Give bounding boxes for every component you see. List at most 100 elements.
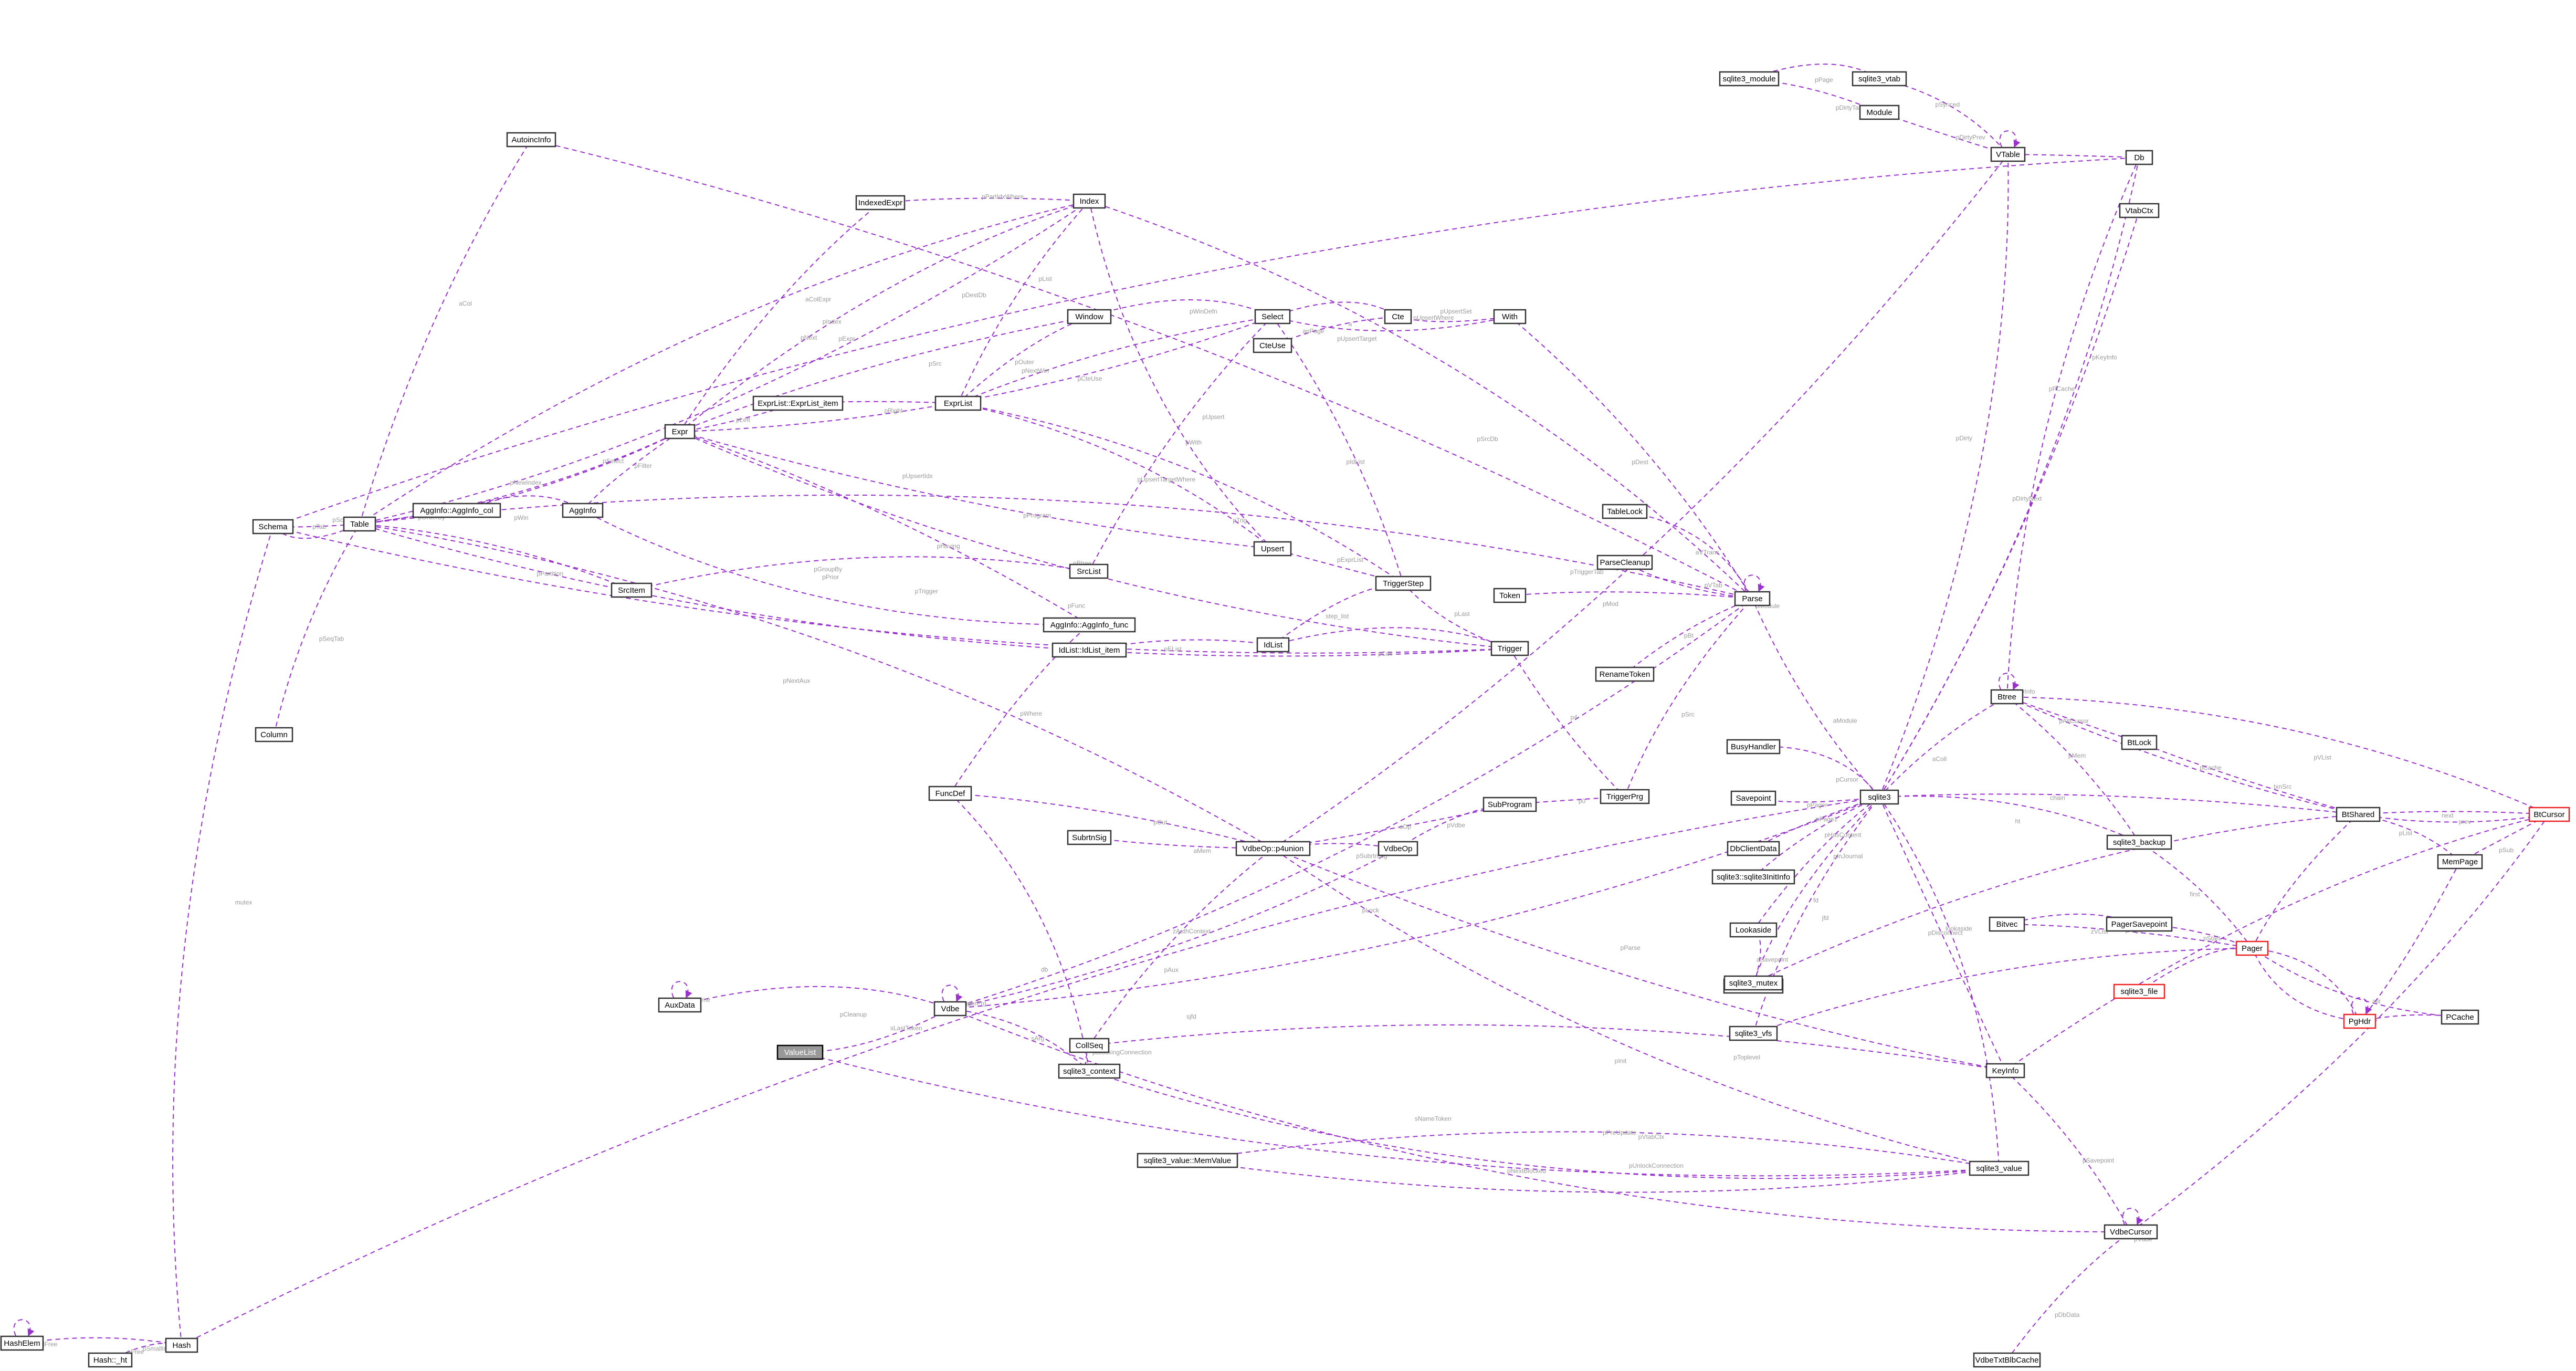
node-MemValue[interactable]: sqlite3_value::MemValue [1137, 1153, 1238, 1168]
node-box[interactable] [1596, 554, 1653, 570]
node-box[interactable] [1985, 1063, 2025, 1079]
node-box[interactable] [506, 132, 556, 148]
node-box[interactable] [1069, 563, 1109, 579]
node-Expr[interactable]: Expr [664, 424, 696, 439]
node-VdbeOp[interactable]: VdbeOp [1378, 841, 1418, 856]
node-box[interactable] [1493, 588, 1527, 603]
node-box[interactable] [1058, 1063, 1121, 1079]
node-IdListItem[interactable]: IdList::IdList_item [1052, 642, 1127, 658]
node-Cte[interactable]: Cte [1384, 309, 1412, 325]
node-CteUse[interactable]: CteUse [1253, 338, 1292, 353]
node-box[interactable] [1254, 309, 1291, 325]
node-Vdbe[interactable]: Vdbe [933, 1001, 967, 1017]
node-AutoincInfo[interactable]: AutoincInfo [506, 132, 556, 148]
node-Parse[interactable]: Parse [1734, 591, 1771, 606]
node-TriggerPrg[interactable]: TriggerPrg [1600, 789, 1650, 804]
node-box[interactable] [1493, 309, 1527, 325]
node-box[interactable] [2336, 807, 2381, 822]
node-box[interactable] [1973, 1352, 2041, 1368]
node-box[interactable] [1067, 830, 1112, 845]
node-box[interactable] [934, 395, 982, 411]
node-box[interactable] [1600, 789, 1650, 804]
node-box[interactable] [2104, 1224, 2158, 1240]
node-box[interactable] [1253, 541, 1292, 557]
node-IdList[interactable]: IdList [1256, 637, 1290, 653]
node-ExprList[interactable]: ExprList [934, 395, 982, 411]
node-box[interactable] [1730, 790, 1776, 806]
node-Backup[interactable]: sqlite3_backup [2106, 834, 2172, 850]
node-box[interactable] [343, 516, 376, 532]
node-KeyInfo[interactable]: KeyInfo [1985, 1063, 2025, 1079]
node-box[interactable] [1137, 1153, 1238, 1168]
node-SrcList[interactable]: SrcList [1069, 563, 1109, 579]
node-box[interactable] [1859, 104, 1900, 120]
node-FuncDef[interactable]: FuncDef [928, 786, 972, 801]
node-SqliteVtab[interactable]: sqlite3_vtab [1852, 71, 1907, 87]
node-box[interactable] [2437, 854, 2483, 870]
node-Sqlite3[interactable]: sqlite3 [1859, 789, 1899, 805]
node-TableLock[interactable]: TableLock [1602, 504, 1648, 519]
node-box[interactable] [1990, 146, 2026, 162]
node-VdbeTxtBlbCache[interactable]: VdbeTxtBlbCache [1973, 1352, 2041, 1368]
node-Bitvec[interactable]: Bitvec [1989, 916, 2025, 932]
node-box[interactable] [1711, 869, 1795, 885]
node-box[interactable] [1719, 71, 1780, 87]
node-box[interactable] [1256, 637, 1290, 653]
node-AggInfoCol[interactable]: AggInfo::AggInfo_col [412, 503, 501, 518]
node-SqliteValue[interactable]: sqlite3_value [1969, 1160, 2030, 1176]
node-box[interactable] [928, 786, 972, 801]
node-Pager[interactable]: Pager [2235, 940, 2269, 956]
node-box[interactable] [1384, 309, 1412, 325]
node-Schema[interactable]: Schema [252, 519, 294, 535]
node-SubProgram[interactable]: SubProgram [1482, 797, 1537, 812]
node-box[interactable] [1073, 193, 1106, 209]
node-box[interactable] [1052, 642, 1127, 658]
node-DbClientData[interactable]: DbClientData [1727, 841, 1780, 856]
node-box[interactable] [1989, 916, 2025, 932]
node-BusyHandler[interactable]: BusyHandler [1726, 739, 1781, 755]
node-box[interactable] [1859, 789, 1899, 805]
node-box[interactable] [1734, 591, 1771, 606]
node-SubrtnSig[interactable]: SubrtnSig [1067, 830, 1112, 845]
node-box[interactable] [1069, 1038, 1110, 1053]
node-box[interactable] [562, 503, 604, 518]
node-box[interactable] [88, 1352, 133, 1368]
node-box[interactable] [658, 997, 702, 1013]
node-box[interactable] [664, 424, 696, 439]
node-MemPage[interactable]: MemPage [2437, 854, 2483, 870]
node-With[interactable]: With [1493, 309, 1527, 325]
node-box[interactable] [933, 1001, 967, 1017]
node-box[interactable] [1990, 689, 2024, 705]
node-box[interactable] [611, 582, 653, 598]
node-Lookaside[interactable]: Lookaside [1729, 922, 1778, 938]
node-InitInfo[interactable]: sqlite3::sqlite3InitInfo [1711, 869, 1795, 885]
node-TriggerStep[interactable]: TriggerStep [1375, 575, 1432, 591]
node-box[interactable] [0, 1335, 44, 1351]
node-box[interactable] [1969, 1160, 2030, 1176]
node-Hash[interactable]: Hash [165, 1337, 198, 1353]
node-box[interactable] [1602, 504, 1648, 519]
node-SqliteContext[interactable]: sqlite3_context [1058, 1063, 1121, 1079]
node-box[interactable] [2106, 834, 2172, 850]
node-VdbeOpP4union[interactable]: VdbeOp::p4union [1235, 841, 1311, 856]
node-Window[interactable]: Window [1067, 309, 1112, 325]
node-SqliteFile[interactable]: sqlite3_file [2113, 983, 2165, 999]
node-box[interactable] [2528, 807, 2570, 822]
node-CollSeq[interactable]: CollSeq [1069, 1038, 1110, 1053]
node-PagerSavepoint[interactable]: PagerSavepoint [2106, 916, 2173, 932]
node-VtabCtx[interactable]: VtabCtx [2119, 203, 2160, 218]
node-Table[interactable]: Table [343, 516, 376, 532]
node-box[interactable] [2125, 150, 2153, 165]
node-box[interactable] [1726, 739, 1781, 755]
node-Savepoint[interactable]: Savepoint [1730, 790, 1776, 806]
node-box[interactable] [252, 519, 294, 535]
node-box[interactable] [1482, 797, 1537, 812]
node-Upsert[interactable]: Upsert [1253, 541, 1292, 557]
node-Module[interactable]: Module [1859, 104, 1900, 120]
node-Trigger[interactable]: Trigger [1490, 641, 1529, 656]
node-Mutex[interactable]: sqlite3_mutex [1723, 975, 1783, 991]
node-box[interactable] [165, 1337, 198, 1353]
node-IndexedExpr[interactable]: IndexedExpr [855, 195, 906, 211]
node-box[interactable] [2121, 735, 2158, 750]
node-box[interactable] [1375, 575, 1432, 591]
